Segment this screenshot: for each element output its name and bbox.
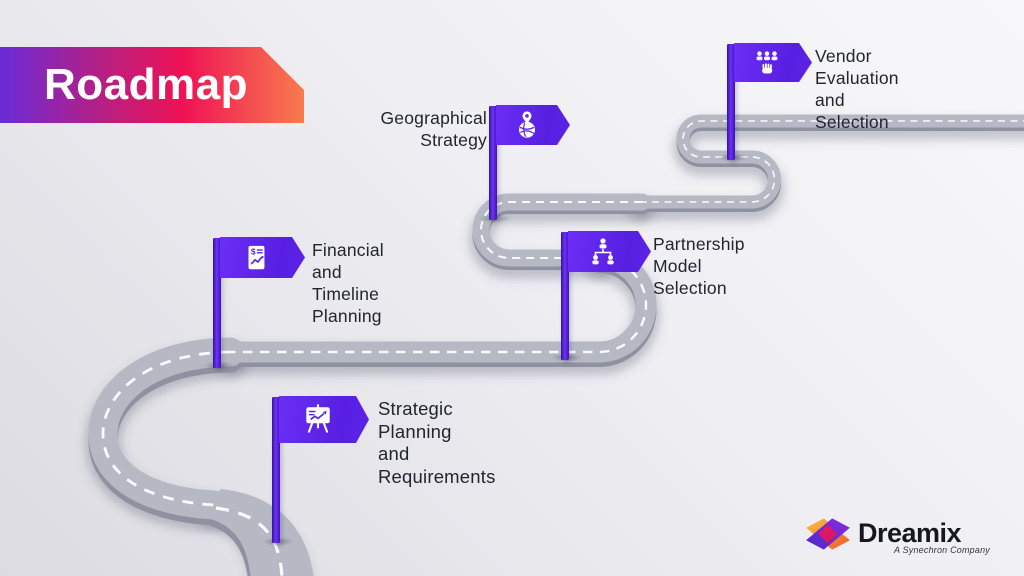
milestone-flag — [568, 231, 651, 272]
page-title: Roadmap — [44, 60, 248, 109]
logo-tagline: A Synechron Company — [893, 545, 990, 555]
flag-pole — [489, 106, 497, 220]
svg-text:$: $ — [251, 246, 256, 256]
hierarchy-icon — [587, 236, 619, 268]
team-selection-icon — [752, 48, 782, 78]
milestone-flag — [279, 396, 369, 443]
milestone-flag — [496, 105, 570, 145]
flag-pole — [213, 238, 221, 368]
flag-pole — [727, 44, 735, 160]
milestone-label: Strategic Planning and Requirements — [378, 398, 496, 487]
flag-pole — [272, 397, 280, 543]
title-banner: Roadmap — [0, 47, 304, 123]
dreamix-logo: Dreamix A Synechron Company — [800, 514, 1000, 564]
flag-pole — [561, 232, 569, 360]
milestone-label: Vendor Evaluation and Selection — [815, 46, 899, 132]
financial-document-icon: $ — [241, 243, 271, 273]
presentation-chart-icon — [301, 403, 335, 437]
map-pin-globe-icon — [512, 110, 542, 140]
logo-brand-name: Dreamix — [858, 518, 962, 548]
milestone-label: Partnership Model Selection — [653, 234, 745, 298]
dreamix-logo-mark — [806, 518, 850, 550]
milestone-flag: $ — [220, 237, 305, 278]
milestone-label: Financial and Timeline Planning — [312, 240, 384, 326]
milestone-flag — [734, 43, 812, 82]
milestone-label: Geographical Strategy — [380, 108, 487, 150]
